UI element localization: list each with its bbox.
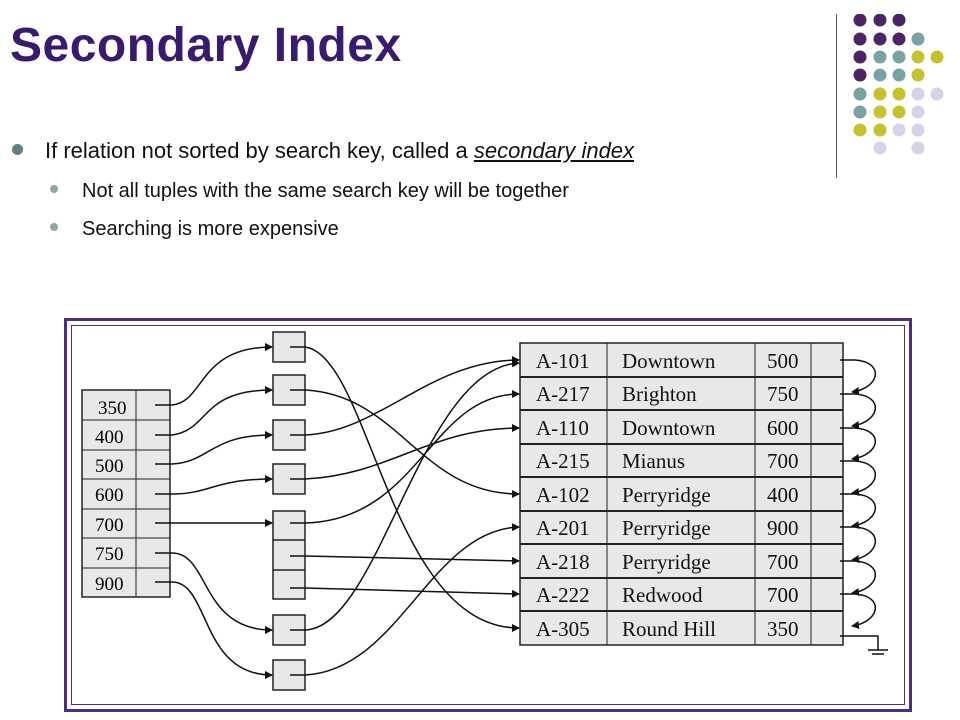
pointer-arrow — [155, 386, 273, 436]
bullet-main: If relation not sorted by search key, ca… — [12, 138, 634, 164]
record-account: A-215 — [536, 449, 590, 473]
chain-arrow — [840, 560, 876, 596]
page-title: Secondary Index — [10, 19, 402, 72]
null-terminator-icon — [840, 635, 888, 655]
bullet-dot-icon — [50, 185, 58, 193]
pointer-arrow — [290, 389, 520, 498]
pointer-arrow — [290, 390, 520, 524]
record-chain — [840, 359, 876, 629]
record-account: A-218 — [536, 550, 590, 574]
record-balance: 700 — [767, 583, 799, 607]
pointer-arrow — [290, 356, 520, 436]
pointer-arrow — [290, 346, 520, 632]
bullet-sub-text: Not all tuples with the same search key … — [82, 180, 569, 202]
pointer-arrow — [155, 343, 273, 406]
record-balance: 700 — [767, 550, 799, 574]
chain-arrow — [840, 427, 876, 462]
record-account: A-102 — [536, 483, 590, 507]
chain-arrow — [840, 393, 876, 429]
pointer-arrow — [155, 431, 273, 465]
chain-arrow — [840, 526, 876, 563]
chain-arrow — [840, 460, 876, 496]
title-divider — [836, 14, 837, 178]
bullet-main-text: If relation not sorted by search key, ca… — [45, 138, 474, 163]
pointer-arrow — [290, 523, 520, 676]
decorative-dot-grid — [853, 14, 944, 155]
record-account: A-305 — [536, 617, 590, 641]
index-key: 400 — [95, 427, 124, 448]
bullet-sub-2: Searching is more expensive — [50, 218, 339, 241]
diagram-frame-inner — [71, 325, 905, 705]
pointer-arrow — [155, 581, 273, 679]
record-balance: 900 — [767, 516, 799, 540]
record-balance: 500 — [767, 349, 799, 373]
bucket-pointers — [290, 346, 520, 676]
record-account: A-110 — [536, 416, 589, 440]
pointer-arrow — [290, 587, 520, 598]
bullet-sub-1: Not all tuples with the same search key … — [50, 180, 569, 203]
record-branch: Mianus — [622, 449, 685, 473]
index-key: 350 — [98, 398, 127, 419]
pointer-arrow — [290, 359, 520, 631]
index-key: 700 — [95, 515, 124, 536]
pointer-arrow — [155, 475, 273, 495]
index-pointers — [155, 343, 273, 679]
relation-table: A-101 Downtown 500 A-217 Brighton 750 A-… — [519, 342, 844, 646]
pointer-buckets — [272, 331, 306, 691]
index-key: 600 — [95, 485, 124, 506]
bullet-dot-icon — [50, 223, 58, 231]
record-balance: 400 — [767, 483, 799, 507]
chain-arrow — [840, 493, 876, 529]
record-branch: Brighton — [622, 382, 697, 406]
chain-arrow — [840, 593, 876, 629]
record-balance: 700 — [767, 449, 799, 473]
record-balance: 350 — [767, 617, 799, 641]
record-branch: Downtown — [622, 416, 716, 440]
index-key: 900 — [95, 574, 124, 595]
record-account: A-201 — [536, 516, 590, 540]
record-account: A-217 — [536, 382, 590, 406]
record-balance: 600 — [767, 416, 799, 440]
chain-arrow — [840, 359, 876, 395]
pointer-arrow — [290, 424, 520, 480]
record-account: A-101 — [536, 349, 590, 373]
index-key: 500 — [95, 456, 124, 477]
bullet-dot-icon — [12, 144, 23, 155]
secondary-index-term: secondary index — [473, 138, 635, 163]
record-branch: Perryridge — [622, 483, 711, 507]
pointer-arrow — [290, 555, 520, 565]
record-branch: Redwood — [622, 583, 703, 607]
record-account: A-222 — [536, 583, 590, 607]
record-balance: 750 — [767, 382, 799, 406]
pointer-arrow — [155, 552, 273, 634]
dot-grid — [853, 14, 944, 155]
record-branch: Perryridge — [622, 550, 711, 574]
record-branch: Round Hill — [622, 617, 716, 641]
record-branch: Downtown — [622, 349, 716, 373]
index-key: 750 — [95, 544, 124, 565]
bullet-sub-text: Searching is more expensive — [82, 218, 339, 240]
record-branch: Perryridge — [622, 516, 711, 540]
bucket — [272, 510, 306, 600]
